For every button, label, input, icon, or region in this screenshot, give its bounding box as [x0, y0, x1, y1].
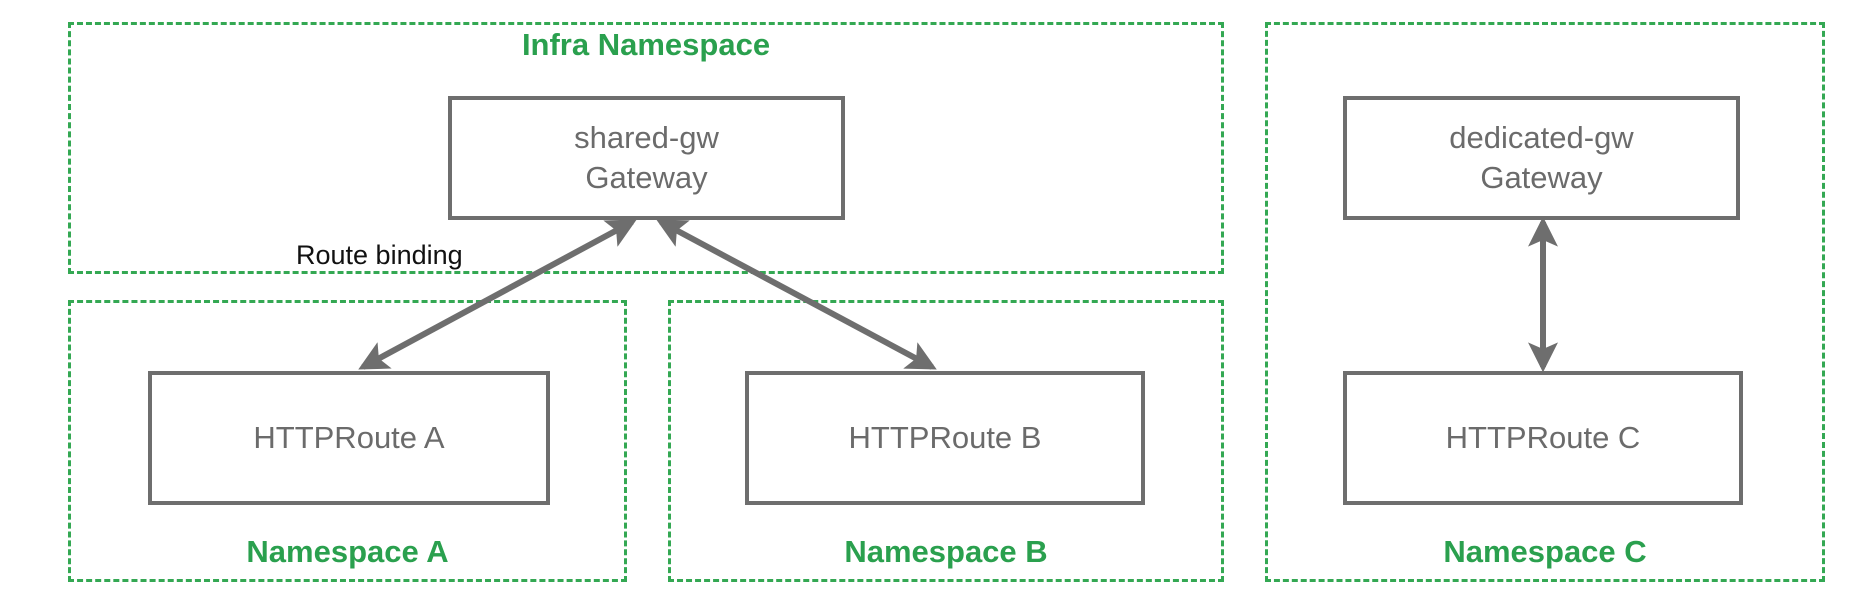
- node-httproute-a-label: HTTPRoute A: [253, 420, 445, 456]
- route-binding-label: Route binding: [296, 240, 463, 270]
- namespace-box-a: [68, 300, 627, 582]
- node-shared-gw-gateway[interactable]: shared-gw Gateway: [448, 96, 845, 220]
- node-httproute-b-label: HTTPRoute B: [848, 420, 1042, 456]
- namespace-label-a: Namespace A: [246, 534, 449, 569]
- node-dedicated-gw-gateway[interactable]: dedicated-gw Gateway: [1343, 96, 1740, 220]
- node-dedicated-gw-line-1: dedicated-gw: [1449, 120, 1634, 156]
- namespace-label-b: Namespace B: [844, 534, 1048, 569]
- namespace-box-c: [1265, 22, 1825, 582]
- node-shared-gw-line-1: shared-gw: [574, 120, 719, 156]
- namespace-label-c: Namespace C: [1443, 534, 1647, 569]
- node-httproute-a[interactable]: HTTPRoute A: [148, 371, 550, 505]
- node-shared-gw-line-2: Gateway: [585, 160, 708, 195]
- node-httproute-c[interactable]: HTTPRoute C: [1343, 371, 1743, 505]
- node-httproute-b[interactable]: HTTPRoute B: [745, 371, 1145, 505]
- namespace-box-infra: [68, 22, 1224, 274]
- namespace-label-infra: Infra Namespace: [521, 27, 771, 62]
- node-dedicated-gw-line-2: Gateway: [1480, 160, 1603, 195]
- node-httproute-c-label: HTTPRoute C: [1445, 420, 1641, 456]
- namespace-box-b: [668, 300, 1224, 582]
